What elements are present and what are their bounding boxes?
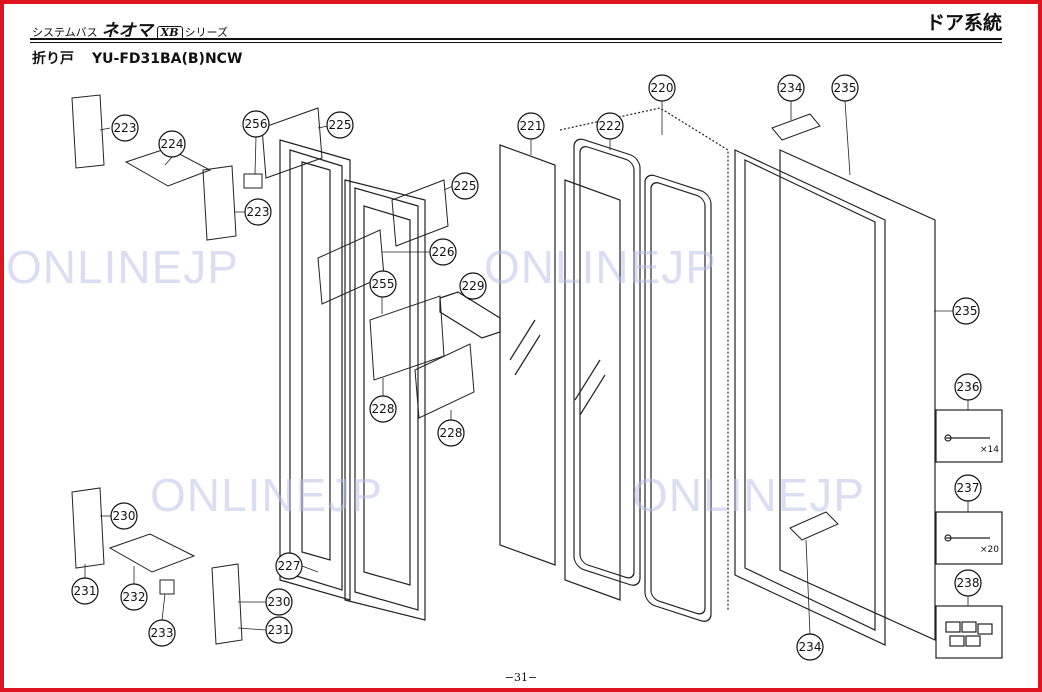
callout-256: 256 xyxy=(242,110,270,138)
callout-225: 225 xyxy=(326,111,354,139)
svg-text:238: 238 xyxy=(957,576,980,590)
svg-text:220: 220 xyxy=(651,81,674,95)
screw-pack-237 xyxy=(935,511,1003,565)
callout-223: 223 xyxy=(111,114,139,142)
left-door-panel xyxy=(279,139,426,621)
svg-text:222: 222 xyxy=(599,119,622,133)
part-name: 折り戸 xyxy=(32,51,74,67)
svg-text:231: 231 xyxy=(74,584,97,598)
page-number: −31− xyxy=(504,671,538,684)
callout-222: 222 xyxy=(596,112,624,140)
model-number: YU-FD31BA(B)NCW xyxy=(92,51,243,67)
svg-text:235: 235 xyxy=(955,304,978,318)
svg-text:223: 223 xyxy=(114,121,137,135)
screw-count-237: ×20 xyxy=(980,545,999,555)
svg-text:234: 234 xyxy=(780,81,803,95)
callout-232: 232 xyxy=(120,583,148,611)
svg-text:221: 221 xyxy=(520,119,543,133)
group-bracket-220 xyxy=(559,107,729,610)
series-suffix: シリーズ xyxy=(184,26,228,39)
callout-236: 236 xyxy=(954,373,982,401)
svg-text:225: 225 xyxy=(454,179,477,193)
callout-224: 224 xyxy=(158,130,186,158)
svg-text:237: 237 xyxy=(957,481,980,495)
watermark: ONLINEJP xyxy=(484,241,717,293)
callout-231: 231 xyxy=(265,616,293,644)
leader-lines xyxy=(84,100,969,635)
svg-text:234: 234 xyxy=(799,640,822,654)
svg-text:236: 236 xyxy=(957,380,980,394)
page-subtitle: 折り戸 YU-FD31BA(B)NCW xyxy=(32,48,260,68)
cap-pack-238 xyxy=(935,605,1003,659)
callout-230: 230 xyxy=(110,502,138,530)
callout-231: 231 xyxy=(71,577,99,605)
header-rule-thin xyxy=(30,42,1002,43)
svg-text:223: 223 xyxy=(247,205,270,219)
callout-255: 255 xyxy=(369,270,397,298)
svg-text:227: 227 xyxy=(278,559,301,573)
part-callouts: 223 224 223 256 225 225 226 255 229 228 … xyxy=(71,74,982,661)
svg-text:224: 224 xyxy=(161,137,184,151)
callout-226: 226 xyxy=(429,238,457,266)
callout-234: 234 xyxy=(796,633,824,661)
watermark: ONLINEJP xyxy=(632,469,865,521)
glass-panel-221 xyxy=(499,144,556,566)
svg-text:228: 228 xyxy=(440,426,463,440)
callout-235: 235 xyxy=(952,297,980,325)
hardware-boxes xyxy=(71,94,839,645)
callout-237: 237 xyxy=(954,474,982,502)
callout-227: 227 xyxy=(275,552,303,580)
svg-text:235: 235 xyxy=(834,81,857,95)
watermark: ONLINEJP xyxy=(150,469,383,521)
screw-pack-236 xyxy=(935,409,1003,463)
brand-logo: ネオマ xyxy=(101,21,153,41)
callout-221: 221 xyxy=(517,112,545,140)
svg-text:233: 233 xyxy=(151,626,174,640)
svg-text:255: 255 xyxy=(372,277,395,291)
callout-235: 235 xyxy=(831,74,859,102)
series-prefix: システムバス xyxy=(32,26,98,39)
svg-text:226: 226 xyxy=(432,245,455,259)
svg-text:228: 228 xyxy=(372,402,395,416)
callout-228: 228 xyxy=(437,419,465,447)
svg-text:256: 256 xyxy=(245,117,268,131)
callout-238: 238 xyxy=(954,569,982,597)
watermark: ONLINEJP xyxy=(6,241,239,293)
callout-233: 233 xyxy=(148,619,176,647)
glass-panel-222 xyxy=(564,179,621,601)
screw-count-236: ×14 xyxy=(980,445,999,455)
callout-234: 234 xyxy=(777,74,805,102)
callout-229: 229 xyxy=(459,272,487,300)
svg-text:230: 230 xyxy=(268,595,291,609)
svg-text:229: 229 xyxy=(462,279,485,293)
callout-228: 228 xyxy=(369,395,397,423)
handle-229 xyxy=(439,291,501,339)
screw-count-labels: ×14 ×20 xyxy=(980,445,999,555)
svg-text:232: 232 xyxy=(123,590,146,604)
section-title: ドア系統 xyxy=(925,12,1002,34)
svg-text:231: 231 xyxy=(268,623,291,637)
gasket-222 xyxy=(573,138,641,586)
svg-text:230: 230 xyxy=(113,509,136,523)
callout-223: 223 xyxy=(244,198,272,226)
callout-225: 225 xyxy=(451,172,479,200)
door-frame-235 xyxy=(734,149,936,646)
callout-220: 220 xyxy=(648,74,676,102)
svg-text:225: 225 xyxy=(329,118,352,132)
header-rule xyxy=(30,38,1002,40)
gasket-220 xyxy=(644,174,712,622)
callout-230: 230 xyxy=(265,588,293,616)
